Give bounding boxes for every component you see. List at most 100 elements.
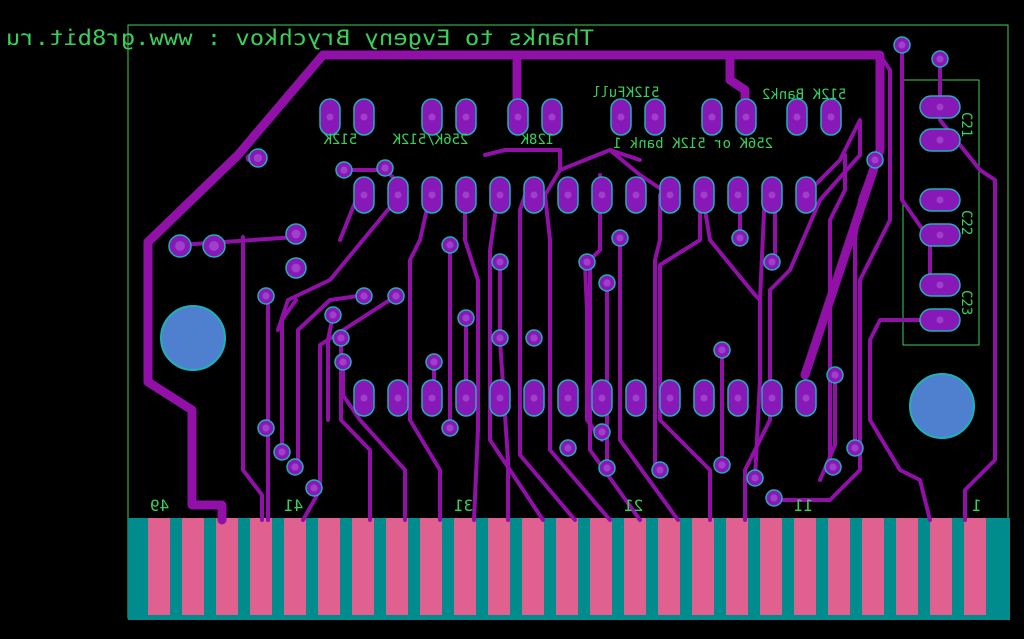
pad-drill (548, 113, 556, 121)
via-drill (291, 463, 299, 471)
pad-drill (462, 113, 470, 121)
pad-drill (802, 394, 810, 402)
via-drill (831, 371, 839, 379)
label-256k-512k: 256K/512K (392, 132, 468, 148)
pad-drill (360, 191, 368, 199)
pad-drill (360, 113, 368, 121)
via-drill (603, 464, 611, 472)
edge-finger (964, 518, 986, 615)
edge-finger (386, 518, 408, 615)
via-drill (598, 428, 606, 436)
via-drill (430, 358, 438, 366)
via-drill (656, 466, 664, 474)
pin-11: 11 (794, 496, 813, 515)
edge-finger (250, 518, 272, 615)
edge-finger (590, 518, 612, 615)
pad-drill (936, 231, 944, 239)
edge-finger (522, 518, 544, 615)
via-drill (603, 279, 611, 287)
pad-drill (462, 191, 470, 199)
pad-drill (666, 191, 674, 199)
edge-finger (658, 518, 680, 615)
via-drill (262, 292, 270, 300)
edge-finger (624, 518, 646, 615)
pad-drill (564, 394, 572, 402)
pad-drill (827, 113, 835, 121)
edge-finger (420, 518, 442, 615)
via-drill (381, 164, 389, 172)
edge-finger (488, 518, 510, 615)
via-drill (462, 314, 470, 322)
pad-drill (428, 394, 436, 402)
via-drill (564, 444, 572, 452)
via-drill (291, 263, 301, 273)
label-128k: 128K (520, 132, 554, 148)
pad-drill (428, 113, 436, 121)
label-512k-a: 512K (323, 132, 357, 148)
pad-drill (632, 191, 640, 199)
via-drill (291, 229, 301, 239)
pad-drill (768, 394, 776, 402)
pad-drill (564, 191, 572, 199)
pad-drill (936, 196, 944, 204)
via-drill (936, 55, 944, 63)
via-drill (718, 461, 726, 469)
pad-drill (936, 103, 944, 111)
pad-drill (394, 191, 402, 199)
pin-1: 1 (972, 496, 982, 515)
pin-31: 31 (454, 496, 473, 515)
via-drill (392, 292, 400, 300)
mounting-hole-right (909, 373, 975, 439)
pad-drill (802, 191, 810, 199)
pad-drill (632, 394, 640, 402)
pin-21: 21 (624, 496, 643, 515)
via-drill (175, 241, 185, 251)
pad-drill (428, 191, 436, 199)
edge-finger (318, 518, 340, 615)
edge-finger (352, 518, 374, 615)
pad-drill (734, 394, 742, 402)
via-drill (496, 334, 504, 342)
via-drill (310, 484, 318, 492)
pad-drill (598, 191, 606, 199)
via-drill (736, 234, 744, 242)
pad-drill (598, 394, 606, 402)
via-drill (751, 474, 759, 482)
via-drill (530, 334, 538, 342)
pad-drill (530, 191, 538, 199)
pad-drill (514, 113, 522, 121)
edge-finger (794, 518, 816, 615)
via-drill (340, 166, 348, 174)
via-drill (262, 424, 270, 432)
via-drill (770, 494, 778, 502)
via-drill (209, 241, 219, 251)
pad-drill (530, 394, 538, 402)
pad-drill (768, 191, 776, 199)
via-drill (337, 334, 345, 342)
via-drill (360, 292, 368, 300)
label-bank1: 256K or 512K bank 1 (613, 136, 773, 152)
edge-finger (862, 518, 884, 615)
edge-finger (828, 518, 850, 615)
thanks-text: Thanks to Evgeny Brychkov : www.gr8bit.r… (6, 26, 594, 50)
edge-finger (726, 518, 748, 615)
pad-drill (360, 394, 368, 402)
edge-finger (896, 518, 918, 615)
pad-drill (742, 113, 750, 121)
pad-drill (496, 191, 504, 199)
edge-finger (930, 518, 952, 615)
mounting-hole-left (160, 305, 226, 371)
via-drill (278, 448, 286, 456)
pad-drill (651, 113, 659, 121)
edge-finger (284, 518, 306, 615)
pad-drill (326, 113, 334, 121)
pin-49: 49 (150, 496, 169, 515)
via-drill (898, 41, 906, 49)
label-c21: C21 (958, 112, 974, 137)
pad-drill (700, 394, 708, 402)
via-drill (339, 358, 347, 366)
via-drill (329, 311, 337, 319)
via-drill (253, 153, 263, 163)
via-drill (851, 444, 859, 452)
